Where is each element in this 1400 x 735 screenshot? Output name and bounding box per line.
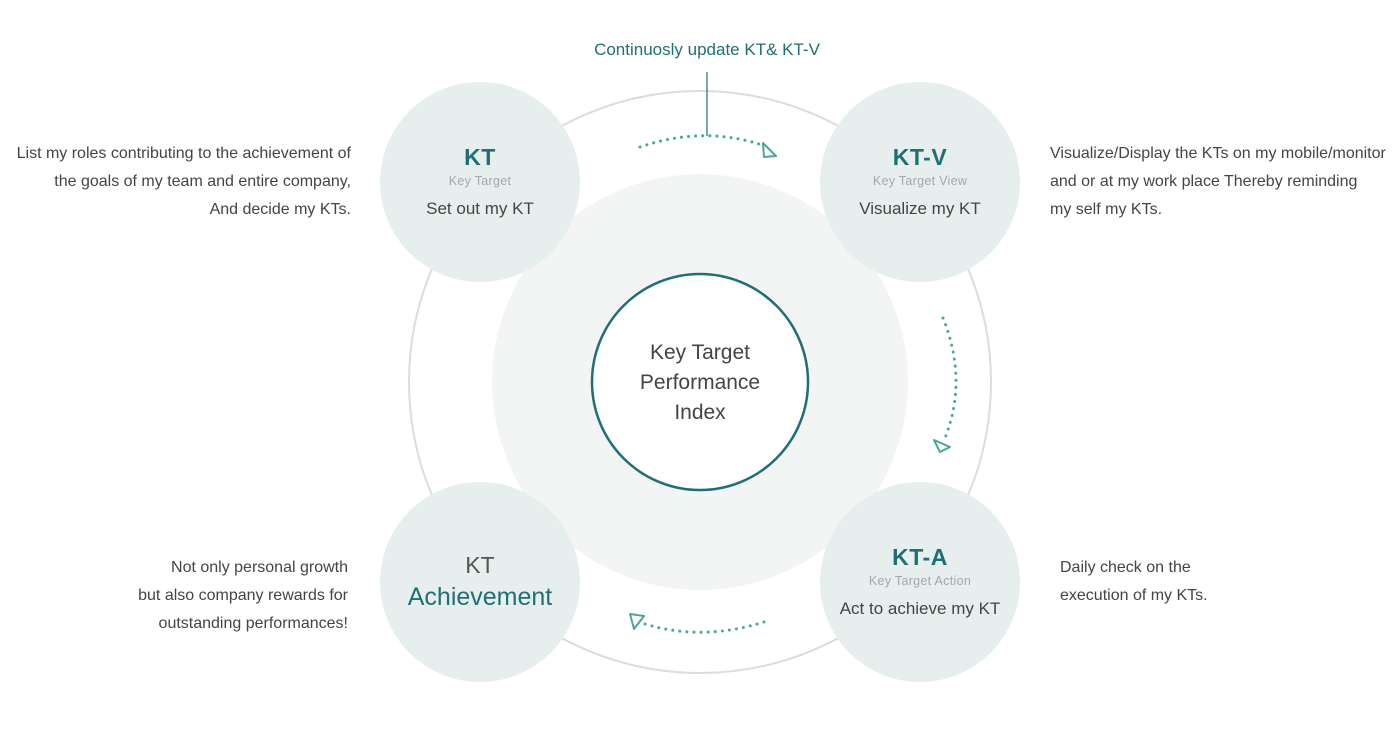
description-kta-line: execution of my KTs.	[1060, 587, 1208, 604]
description-kta-line: Daily check on the	[1060, 559, 1191, 576]
node-kt-subtitle: Key Target	[448, 174, 512, 188]
dotted-arrow-icon	[638, 134, 777, 158]
description-kt-v: Visualize/Display the KTs on my mobile/m…	[1050, 140, 1386, 224]
node-kt-code: KT	[464, 144, 496, 170]
node-kt-action: Set out my KT	[426, 199, 534, 218]
description-ktv-line: and or at my work place Thereby remindin…	[1050, 173, 1358, 190]
description-kt-a: Daily check on the execution of my KTs.	[1060, 554, 1208, 610]
arrow-path-bottom	[640, 620, 766, 634]
arrowhead-bottom	[629, 613, 645, 630]
description-ktv-line: my self my KTs.	[1050, 201, 1163, 218]
description-ach-line: but also company rewards for	[138, 587, 348, 604]
node-ktv-action: Visualize my KT	[859, 199, 981, 218]
arrow-path-top	[638, 134, 767, 149]
node-kta-action-line-2: my KT	[951, 599, 1001, 618]
node-kta-code: KT-A	[892, 544, 948, 570]
node-kt: KT Key Target Set out my KT	[380, 82, 580, 282]
node-ktv-code: KT-V	[892, 144, 948, 170]
center-label: Key Target Performance Index	[595, 338, 805, 428]
center-circle	[590, 272, 810, 492]
node-kta-subtitle: Key Target Action	[868, 574, 972, 588]
description-ach-line: outstanding performances!	[158, 615, 348, 632]
node-kta-action: Act to achieve my KT	[820, 598, 1020, 620]
arrowhead-top	[762, 142, 777, 158]
description-kt: List my roles contributing to the achiev…	[0, 140, 351, 224]
node-ktv-subtitle: Key Target View	[872, 174, 968, 188]
center-line-2: Performance	[639, 371, 761, 394]
node-ach-line-2: Achievement	[407, 583, 553, 611]
node-kt-v: KT-V Key Target View Visualize my KT	[820, 82, 1020, 282]
node-kta-action-line-1: Act to achieve	[839, 599, 947, 618]
description-ach-line: Not only personal growth	[171, 559, 348, 576]
dotted-arrow-icon	[933, 316, 958, 453]
description-kt-line: And decide my KTs.	[209, 201, 351, 218]
dotted-arrow-icon	[629, 613, 766, 634]
arrow-path-right	[941, 316, 958, 440]
node-kt-achievement: KT Achievement	[380, 482, 580, 682]
arrowhead-right	[933, 439, 951, 453]
description-kt-line: List my roles contributing to the achiev…	[16, 145, 351, 162]
node-ach-line-1: KT	[465, 552, 495, 578]
node-kt-a: KT-A Key Target Action Act to achieve my…	[820, 482, 1020, 682]
description-ktv-line: Visualize/Display the KTs on my mobile/m…	[1050, 145, 1386, 162]
description-kt-line: the goals of my team and entire company,	[54, 173, 351, 190]
center-line-1: Key Target	[649, 341, 750, 364]
center-line-3: Index	[674, 401, 726, 424]
outer-ring	[408, 90, 992, 674]
description-achievement: Not only personal growth but also compan…	[0, 554, 348, 638]
update-note: Continuosly update KT& KT-V	[594, 40, 820, 59]
